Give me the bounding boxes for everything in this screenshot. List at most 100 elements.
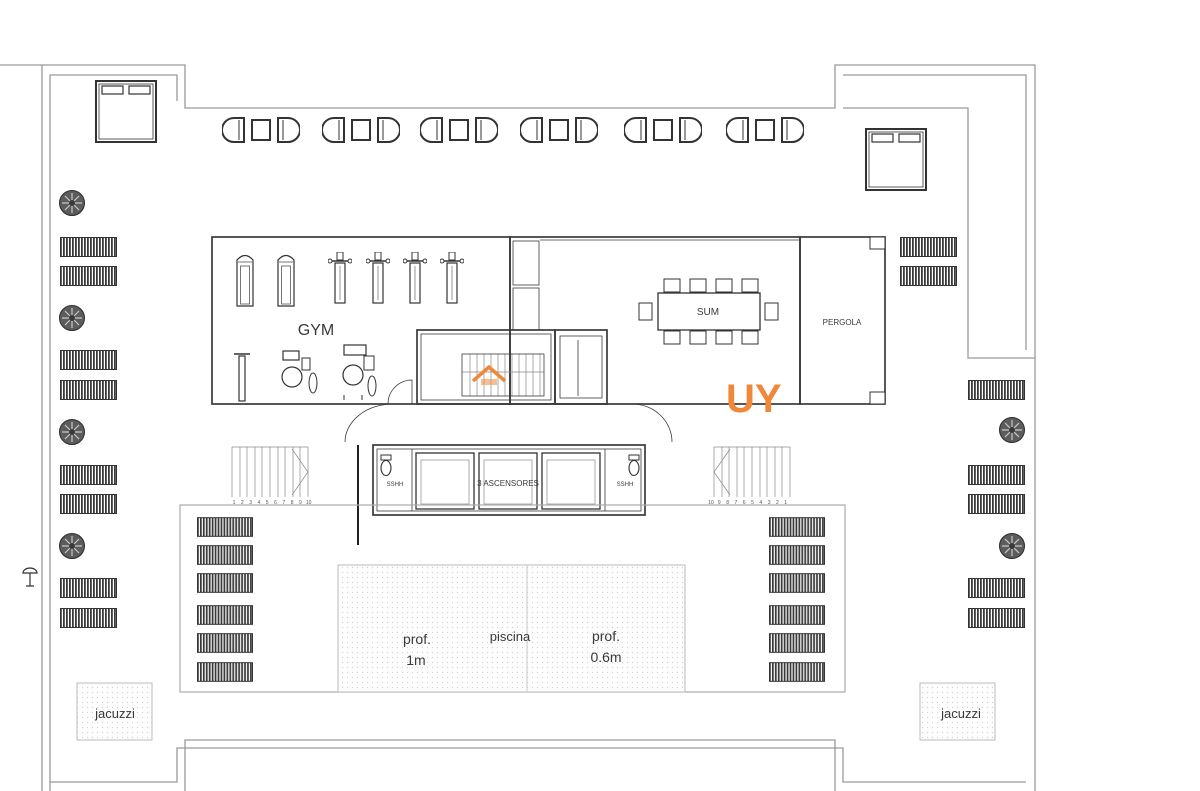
door-swing: [387, 379, 413, 405]
cable-machine-icon: [281, 350, 318, 394]
weight-machine-icon: [328, 252, 352, 304]
elevator-car: [541, 452, 601, 510]
elevator-car: [478, 452, 538, 510]
stair-step-number: 1: [784, 500, 787, 506]
sun-lounger-icon: [197, 517, 253, 537]
sun-lounger-icon: [968, 578, 1025, 598]
stair-step-number: 5: [751, 500, 754, 506]
pool-depth-right-label: prof.: [592, 628, 620, 644]
restroom-right-label: SSHH: [617, 482, 634, 488]
toilet-icon: [628, 454, 640, 477]
daybed-icon: [865, 128, 927, 191]
sun-lounger-icon: [900, 266, 957, 286]
shrub-icon: [58, 304, 86, 332]
stair-step-number: 9: [718, 500, 721, 506]
right-inner-wall: [843, 74, 1027, 350]
toilet-icon: [380, 454, 392, 477]
sun-lounger-icon: [968, 608, 1025, 628]
sum-storage: [512, 240, 540, 286]
stair-arrow: [291, 448, 309, 496]
stair-step-number: 8: [726, 500, 729, 506]
shrub-icon: [998, 416, 1026, 444]
sun-lounger-icon: [197, 605, 253, 625]
stair-core-walls: [416, 329, 556, 405]
sun-lounger-icon: [60, 465, 117, 485]
core-staircase: [416, 329, 608, 405]
dining-table-icon: [638, 278, 779, 345]
elevators-label: 3 ASCENSORES: [477, 479, 539, 488]
stair-step-number: 5: [266, 500, 269, 506]
pool-label: piscina: [490, 629, 531, 644]
sun-lounger-icon: [60, 380, 117, 400]
sun-lounger-icon: [197, 573, 253, 593]
stair-step-number: 2: [776, 500, 779, 506]
pool-depth-left-label: prof.: [403, 631, 431, 647]
watermark: UY: [471, 365, 782, 421]
stair-step-number: 2: [241, 500, 244, 506]
shrub-icon: [58, 532, 86, 560]
stair-step-number: 4: [759, 500, 762, 506]
sun-lounger-icon: [60, 350, 117, 370]
press-machine-icon: [342, 344, 377, 400]
sun-lounger-icon: [60, 237, 117, 257]
jacuzzi-basin: [76, 682, 153, 741]
right-step-wall: [843, 107, 1035, 359]
sun-lounger-icon: [197, 545, 253, 565]
sun-lounger-icon: [769, 517, 825, 537]
bench-icon: [234, 353, 250, 402]
sun-lounger-icon: [769, 545, 825, 565]
elevator-cars: [415, 452, 601, 510]
sum-storage: [512, 287, 540, 331]
doors: [344, 379, 673, 545]
jacuzzi-left: jacuzzi: [76, 682, 153, 741]
jacuzzi-basin: [919, 682, 996, 741]
weight-machine-icon: [403, 252, 427, 304]
stair-core-inner: [420, 333, 552, 401]
sun-lounger-icon: [900, 237, 957, 257]
shaft-room: [554, 329, 608, 405]
sun-lounger-icon: [197, 662, 253, 682]
gym-label: GYM: [298, 322, 334, 339]
pergola: PERGOLA: [799, 236, 886, 405]
elevator-car-inner: [420, 459, 470, 505]
sun-lounger-icon: [60, 608, 117, 628]
pergola-label: PERGOLA: [823, 318, 862, 327]
shrub-icon: [58, 189, 86, 217]
stair-step-number: 1: [233, 500, 236, 506]
treadmill-icon: [277, 254, 295, 307]
outer-wall: [0, 64, 1036, 791]
chair-set-icon: [624, 117, 702, 143]
gym-room: GYM: [211, 236, 511, 405]
chair-set-icon: [726, 117, 804, 143]
elevator-car: [415, 452, 475, 510]
shower-icon: [22, 567, 38, 587]
bottom-outer-wall: [184, 739, 836, 791]
weight-machine-icon: [440, 252, 464, 304]
jacuzzi-right: jacuzzi: [919, 682, 996, 741]
sum-label: SUM: [697, 307, 719, 318]
door-swing: [631, 403, 673, 443]
shrub-icon: [998, 532, 1026, 560]
pool: [337, 564, 686, 693]
sun-lounger-icon: [769, 573, 825, 593]
house-logo-icon: [471, 365, 507, 385]
sun-lounger-icon: [60, 578, 117, 598]
chair-set-icon: [222, 117, 300, 143]
stair-treads: [231, 446, 309, 497]
sun-lounger-icon: [769, 633, 825, 653]
stair-step-number: 10: [306, 500, 312, 506]
sun-lounger-icon: [968, 380, 1025, 400]
elevator-block: SSHH SSHH 3 ASCENSORES: [372, 444, 646, 516]
stair-arrow: [713, 448, 731, 496]
sun-lounger-icon: [968, 465, 1025, 485]
stair-step-number: 4: [258, 500, 261, 506]
sun-lounger-icon: [60, 266, 117, 286]
stair-step-number: 8: [291, 500, 294, 506]
sum-room: SUM: [509, 236, 801, 405]
sun-lounger-icon: [769, 662, 825, 682]
sun-lounger-icon: [769, 605, 825, 625]
